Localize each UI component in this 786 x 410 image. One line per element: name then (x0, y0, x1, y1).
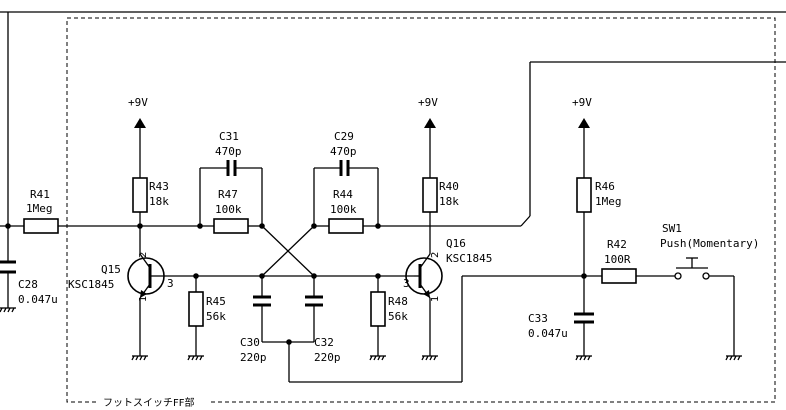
r47-value: 100k (215, 203, 242, 216)
r47-ref: R47 (218, 188, 238, 201)
c29-value: 470p (330, 145, 357, 158)
q16-part: KSC1845 (446, 252, 492, 265)
ground-sw1 (725, 355, 742, 361)
ground-symbols (0, 307, 742, 361)
r46-ref: R46 (595, 180, 615, 193)
c28-value: 0.047u (18, 293, 58, 306)
vcc-mid-symbol: +9V (418, 96, 438, 128)
vcc-left-label: +9V (128, 96, 148, 109)
vcc-left-symbol: +9V (128, 96, 148, 128)
r41-ref: R41 (30, 188, 50, 201)
q16-ref: Q16 (446, 237, 466, 250)
q15-part: KSC1845 (68, 278, 114, 291)
block-label: フットスイッチFF部 (103, 396, 195, 409)
resistor-r47: R47 100k (213, 188, 249, 234)
resistor-r40: R40 18k (422, 177, 459, 213)
r44-ref: R44 (333, 188, 353, 201)
ground-q16 (421, 355, 438, 361)
ground-q15 (131, 355, 148, 361)
q16-pin1: 1 (430, 296, 441, 302)
capacitor-c33: C33 0.047u (528, 312, 594, 340)
q15-pin2: 2 (138, 252, 149, 258)
c28-ref: C28 (18, 278, 38, 291)
sw1-ref: SW1 (662, 222, 682, 235)
ground-r45 (187, 355, 204, 361)
capacitor-c29: C29 470p (330, 130, 357, 176)
r46-value: 1Meg (595, 195, 622, 208)
r48-ref: R48 (388, 295, 408, 308)
resistor-r41: R41 1Meg (23, 188, 59, 234)
resistor-r42: R42 100R (601, 238, 637, 284)
q16-pin2: 2 (430, 252, 441, 258)
resistor-r45: R45 56k (188, 291, 226, 327)
r43-ref: R43 (149, 180, 169, 193)
capacitor-c30: C30 220p (240, 295, 271, 364)
r44-value: 100k (330, 203, 357, 216)
q15-pin1: 1 (138, 296, 149, 302)
c32-ref: C32 (314, 336, 334, 349)
vcc-mid-label: +9V (418, 96, 438, 109)
c30-ref: C30 (240, 336, 260, 349)
capacitor-c32: C32 220p (305, 295, 341, 364)
junctions (5, 223, 587, 345)
c31-ref: C31 (219, 130, 239, 143)
r45-ref: R45 (206, 295, 226, 308)
vcc-right-symbol: +9V (572, 96, 592, 128)
ground-c28 (0, 307, 16, 313)
resistor-r43: R43 18k (132, 177, 169, 213)
c31-value: 470p (215, 145, 242, 158)
q15-ref: Q15 (101, 263, 121, 276)
r48-value: 56k (388, 310, 408, 323)
c33-value: 0.047u (528, 327, 568, 340)
r42-value: 100R (604, 253, 631, 266)
c30-value: 220p (240, 351, 267, 364)
q15-pin3: 3 (167, 277, 174, 290)
block-label-backing (98, 395, 208, 409)
r45-value: 56k (206, 310, 226, 323)
c32-value: 220p (314, 351, 341, 364)
ground-c33 (575, 355, 592, 361)
capacitor-c31: C31 470p (215, 130, 242, 176)
sw1-type: Push(Momentary) (660, 237, 759, 250)
c33-ref: C33 (528, 312, 548, 325)
block-boundary (66, 17, 776, 403)
resistor-r48: R48 56k (370, 291, 408, 327)
r40-ref: R40 (439, 180, 459, 193)
ground-r48 (369, 355, 386, 361)
r43-value: 18k (149, 195, 169, 208)
q16-pin3: 3 (403, 277, 410, 290)
capacitor-c28: C28 0.047u (0, 260, 58, 306)
c29-ref: C29 (334, 130, 354, 143)
wires (0, 11, 786, 383)
r41-value: 1Meg (26, 202, 53, 215)
transistor-q15: Q15 KSC1845 1 2 3 (68, 252, 174, 302)
transistor-q16: Q16 KSC1845 1 2 3 (403, 237, 492, 302)
switch-sw1: SW1 Push(Momentary) (660, 222, 759, 280)
r40-value: 18k (439, 195, 459, 208)
resistor-r46: R46 1Meg (576, 177, 622, 213)
vcc-right-label: +9V (572, 96, 592, 109)
r42-ref: R42 (607, 238, 627, 251)
resistor-r44: R44 100k (328, 188, 364, 234)
